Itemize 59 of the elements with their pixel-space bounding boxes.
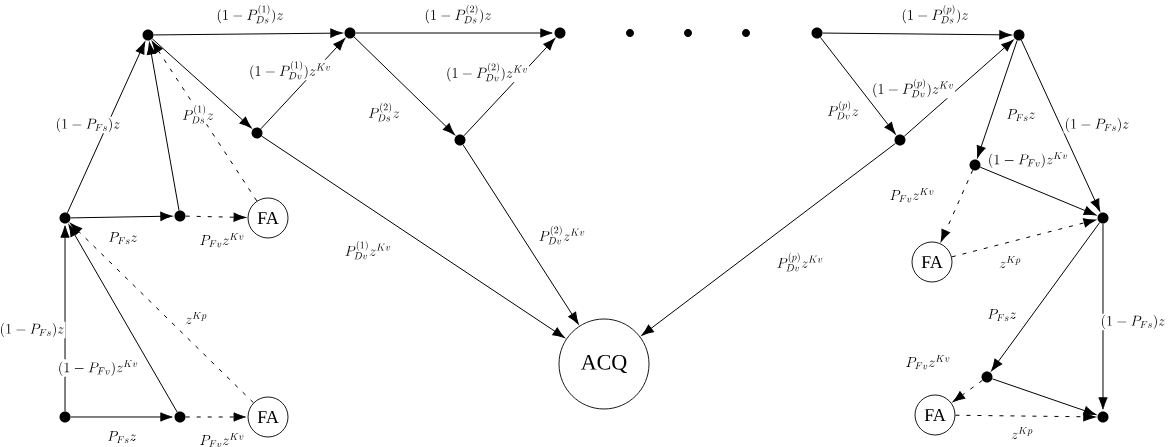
edge-label: $z^{Kp}$ bbox=[1010, 425, 1034, 440]
edge-label: $(1-P_{Fs})z$ bbox=[0, 321, 66, 339]
arrow bbox=[185, 212, 246, 222]
arrow bbox=[70, 223, 254, 404]
edge-label: $(1-P_{Dv}^{(2)})z^{Kv}$ bbox=[445, 61, 530, 83]
arrow bbox=[820, 37, 896, 135]
arrow bbox=[976, 39, 1018, 159]
arrow bbox=[353, 36, 455, 135]
edge-label: $P_{Dv}^{(p)}z^{Kv}$ bbox=[775, 251, 825, 273]
arrow bbox=[1098, 223, 1108, 410]
arrow bbox=[146, 42, 180, 211]
edge-label: $P_{Dv}^{(1)}z^{Kv}$ bbox=[343, 239, 393, 261]
arrow bbox=[151, 38, 252, 129]
arrow bbox=[60, 225, 70, 412]
edge-label: $P_{Dv}^{(2)}z^{Kv}$ bbox=[537, 224, 587, 246]
edge-label: $(1-P_{Fv})z^{Kv}$ bbox=[986, 151, 1070, 169]
edge-label: $(1-P_{Fs})z$ bbox=[1063, 116, 1131, 134]
edge-label: $(1-P_{Fs})z$ bbox=[54, 116, 122, 134]
edge-label: $P_{Dv}^{(p)}z$ bbox=[826, 99, 860, 121]
edge-label: $(1-P_{Fv})z^{Kv}$ bbox=[56, 359, 140, 377]
edge-label: $P_{Ds}^{(1)}z$ bbox=[181, 103, 215, 125]
arrow bbox=[952, 379, 983, 403]
edge-label: $(1-P_{Ds}^{(1)})z$ bbox=[215, 3, 285, 25]
edge-label: $(1-P_{Fs})z$ bbox=[1099, 313, 1167, 331]
edge-label: $(1-P_{Ds}^{(2)})z$ bbox=[423, 3, 493, 25]
arrow bbox=[991, 222, 1101, 372]
arrow bbox=[979, 166, 1097, 216]
arrow bbox=[641, 142, 896, 336]
edge-label: $P_{Fs}z$ bbox=[986, 308, 1018, 322]
edge-label: $P_{Fs}z$ bbox=[1005, 108, 1037, 122]
edge-label: $P_{Fs}z$ bbox=[106, 430, 138, 444]
arrow bbox=[940, 169, 974, 242]
arrow bbox=[822, 30, 1012, 40]
edge-label: $(1-P_{Dv}^{(1)})z^{Kv}$ bbox=[248, 59, 333, 81]
edge-label: $(1-P_{Dv}^{(p)})z^{Kv}$ bbox=[870, 77, 956, 99]
arrow bbox=[261, 135, 565, 339]
edge-label: $z^{Kp}$ bbox=[184, 310, 208, 325]
edge-label: $z^{Kp}$ bbox=[998, 254, 1022, 269]
edge-label: $P_{Fv}z^{Kv}$ bbox=[888, 186, 936, 204]
edge-label: $P_{Fv}z^{Kv}$ bbox=[198, 231, 246, 249]
arrow bbox=[68, 224, 178, 413]
arrow bbox=[951, 218, 1096, 258]
arrow bbox=[954, 412, 1096, 422]
arrow bbox=[151, 41, 258, 202]
edge-label: $P_{Ds}^{(2)}z$ bbox=[367, 101, 401, 123]
arrow bbox=[903, 39, 1014, 137]
arrow bbox=[153, 28, 343, 38]
arrow bbox=[991, 378, 1097, 416]
edge-label: $P_{Fv}z^{Kv}$ bbox=[904, 353, 952, 371]
edge-label: $(1-P_{Ds}^{(p)})z$ bbox=[900, 3, 970, 25]
arrow bbox=[185, 412, 246, 422]
arrow bbox=[66, 41, 146, 214]
arrow bbox=[462, 144, 579, 325]
arrow bbox=[70, 412, 173, 422]
arrow bbox=[1020, 39, 1101, 212]
edge-label: $P_{Fs}z$ bbox=[107, 231, 139, 245]
arrow bbox=[70, 211, 173, 221]
edge-label: $P_{Fv}z^{Kv}$ bbox=[198, 431, 246, 447]
arrow bbox=[355, 28, 553, 38]
